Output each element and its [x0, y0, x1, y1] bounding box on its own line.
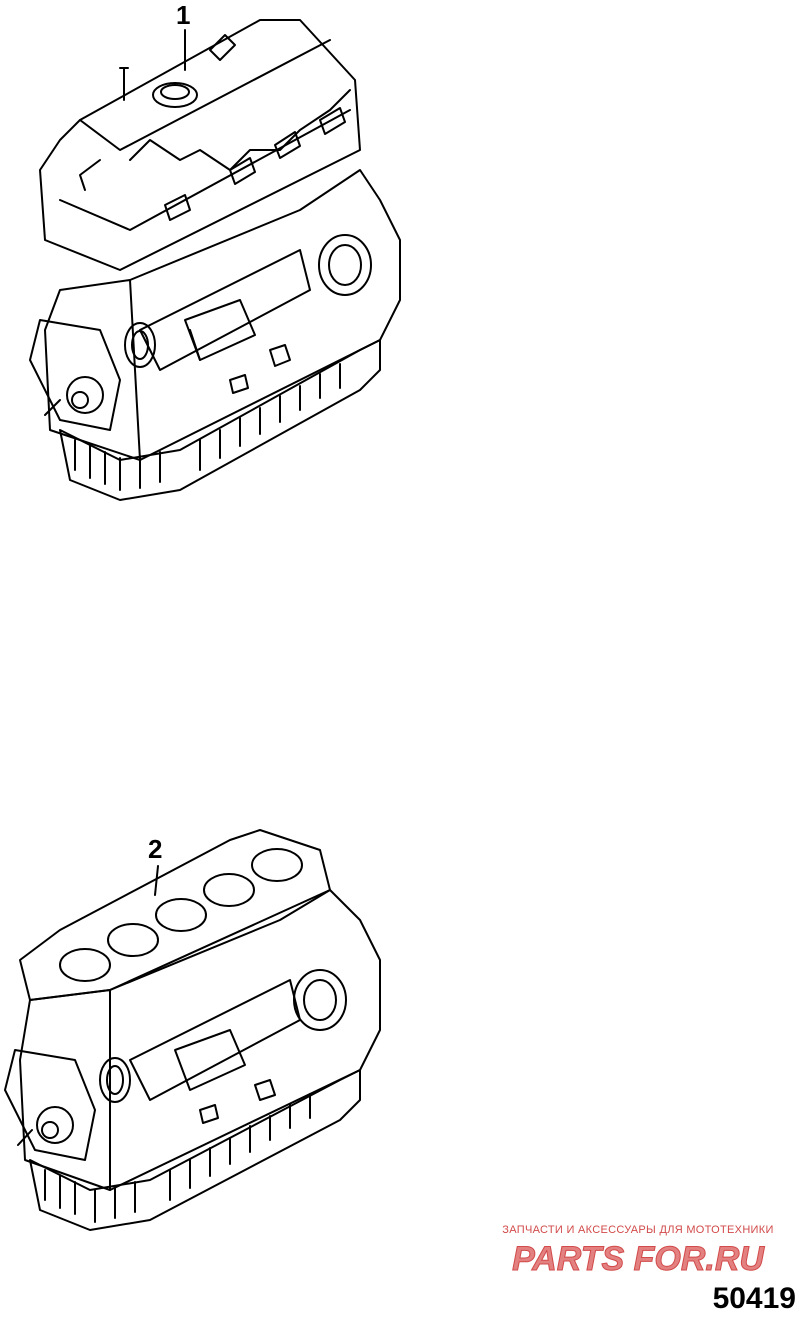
figure-number: 50419	[712, 1282, 796, 1315]
callout-label-1: 1	[176, 0, 191, 30]
svg-text:PARTS FOR.RU: PARTS FOR.RU	[512, 1240, 765, 1278]
short-block-drawing	[4, 829, 381, 1231]
callout-label-2: 2	[148, 834, 163, 864]
watermark: ЗАПЧАСТИ И АКСЕССУАРЫ ДЛЯ МОТОТЕХНИКИ PA…	[488, 1224, 788, 1278]
watermark-tagline: ЗАПЧАСТИ И АКСЕССУАРЫ ДЛЯ МОТОТЕХНИКИ	[502, 1224, 774, 1236]
callout-2-leader	[154, 865, 159, 896]
watermark-logo: PARTS FOR.RU	[512, 1240, 766, 1279]
complete-engine-drawing	[29, 19, 401, 501]
